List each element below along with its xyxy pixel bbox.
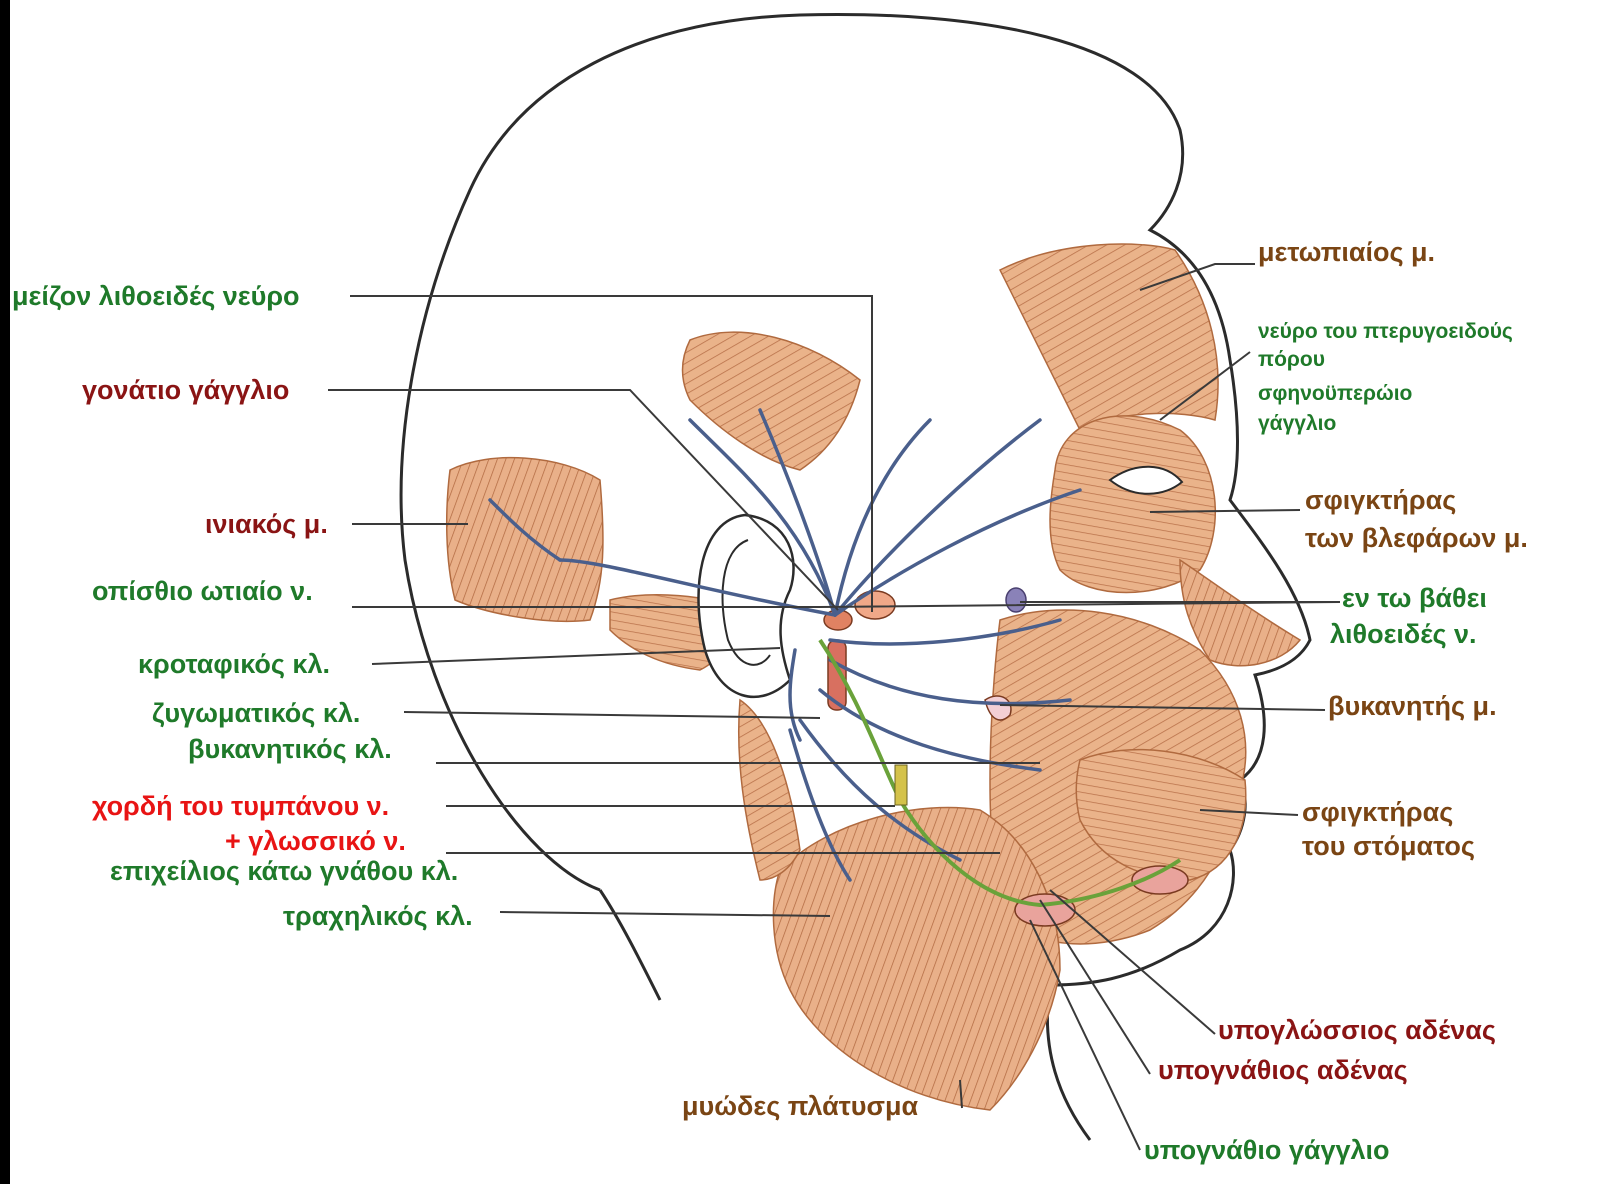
label-deep-petrosal-1: εν τω βάθει bbox=[1342, 582, 1487, 614]
label-temporal-branch: κροταφικός κλ. bbox=[138, 648, 330, 680]
label-deep-petrosal-2: λιθοειδές ν. bbox=[1330, 618, 1477, 650]
label-buccal-branch: βυκανητικός κλ. bbox=[188, 733, 392, 765]
label-marginal-mandibular-branch: επιχείλιος κάτω γνάθου κλ. bbox=[110, 855, 458, 887]
pterygopalatine-ganglion-shape bbox=[1006, 588, 1026, 612]
label-greater-petrosal-nerve: μείζον λιθοειδές νεύρο bbox=[12, 280, 300, 312]
label-buccinator: βυκανητής μ. bbox=[1328, 690, 1497, 722]
label-platysma: μυώδες πλάτυσμα bbox=[682, 1090, 918, 1122]
label-lingual-nerve: + γλωσσικό ν. bbox=[225, 825, 406, 857]
submandibular-gland-shape bbox=[1015, 894, 1075, 926]
lingual-stub bbox=[895, 765, 907, 805]
orbicularis-oculi-muscle bbox=[1050, 416, 1215, 593]
label-sublingual-gland: υπογλώσσιος αδένας bbox=[1218, 1014, 1496, 1046]
label-orbicularis-oris-2: του στόματος bbox=[1302, 830, 1475, 862]
ear bbox=[698, 515, 793, 697]
label-pterygoid-canal-nerve-2: πόρου bbox=[1258, 346, 1325, 374]
label-chorda-tympani: χορδή του τυμπάνου ν. bbox=[92, 790, 389, 822]
auricular-muscle-upper bbox=[683, 332, 861, 470]
label-geniculate-ganglion: γονάτιο γάγγλιο bbox=[82, 374, 289, 406]
label-submandibular-ganglion: υπογνάθιο γάγγλιο bbox=[1144, 1134, 1390, 1166]
neck-back-outline bbox=[600, 890, 660, 1000]
tympanic-shape bbox=[855, 591, 895, 619]
label-cervical-branch: τραχηλικός κλ. bbox=[283, 900, 473, 932]
label-zygomatic-branch: ζυγωματικός κλ. bbox=[152, 697, 360, 729]
label-pterygopalatine-ganglion-1: σφηνοϋπερώιο bbox=[1258, 380, 1412, 408]
label-posterior-auricular-nerve: οπίσθιο ωτιαίο ν. bbox=[92, 575, 313, 607]
label-orbicularis-oris-1: σφιγκτήρας bbox=[1302, 796, 1453, 828]
label-occipitalis-muscle: ινιακός μ. bbox=[205, 508, 328, 540]
parotid-duct-shape bbox=[985, 696, 1011, 720]
label-orbicularis-oculi-1: σφιγκτήρας bbox=[1305, 484, 1456, 516]
label-orbicularis-oculi-2: των βλεφάρων μ. bbox=[1305, 522, 1528, 554]
occipitalis-muscle bbox=[447, 458, 603, 622]
label-pterygopalatine-ganglion-2: γάγγλιο bbox=[1258, 410, 1336, 438]
label-submandibular-gland: υπογνάθιος αδένας bbox=[1158, 1054, 1408, 1086]
label-frontalis-muscle: μετωπιαίος μ. bbox=[1258, 236, 1435, 268]
label-pterygoid-canal-nerve-1: νεύρο του πτερυγοειδούς bbox=[1258, 318, 1513, 346]
